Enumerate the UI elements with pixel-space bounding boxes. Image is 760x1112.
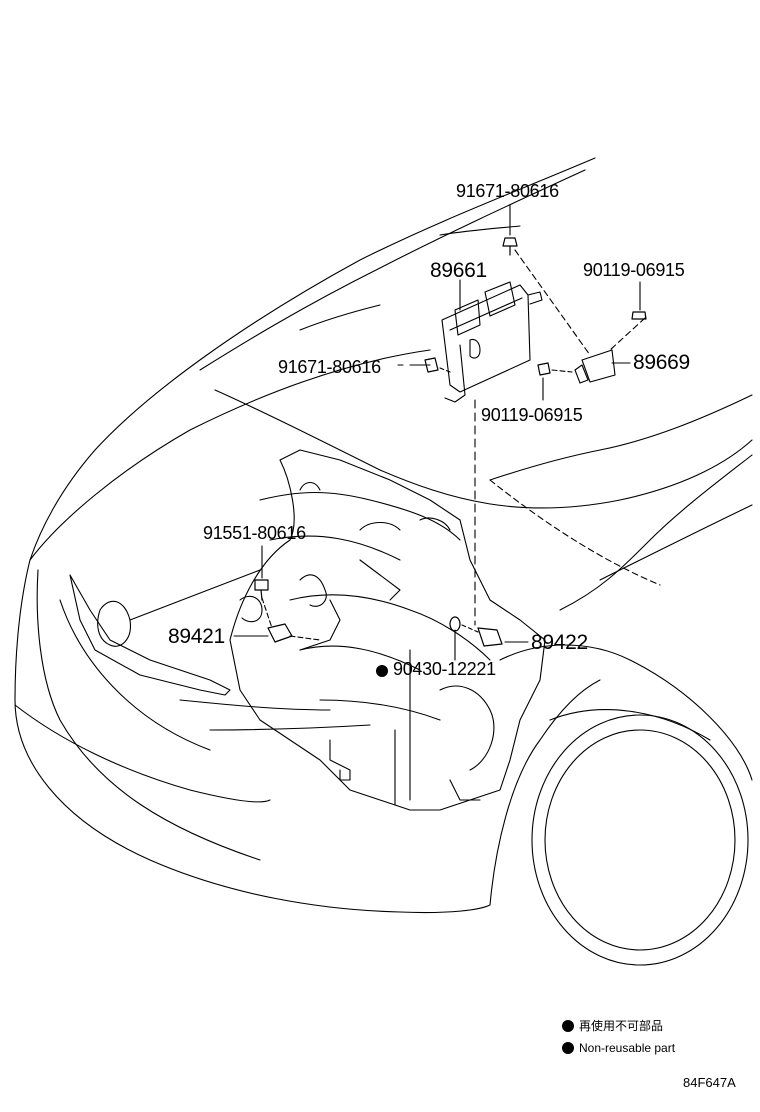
- hood-crease: [215, 390, 752, 508]
- legend-english-text: Non-reusable part: [579, 1041, 676, 1055]
- gasket-number: 90430-12221: [393, 659, 496, 679]
- part-label-ecu: 89661: [430, 259, 487, 282]
- leader-lines: [234, 205, 645, 660]
- legend-japanese: 再使用不可部品: [562, 1020, 663, 1032]
- knock-sensor-icons: [268, 617, 502, 646]
- legend-dot-icon: [562, 1020, 574, 1032]
- legend-japanese-text: 再使用不可部品: [579, 1019, 664, 1033]
- part-label-ecu-bolt-left: 91671-80616: [278, 357, 381, 377]
- ecu-module: [442, 282, 542, 402]
- grille-lower: [15, 705, 270, 802]
- hood-inner-line: [200, 170, 585, 370]
- windshield-edge: [490, 395, 752, 480]
- bolt-icons: [255, 238, 646, 600]
- headlight: [98, 601, 131, 646]
- part-label-ecu-bolt-top: 91671-80616: [456, 181, 559, 201]
- part-label-sensor-right: 89422: [531, 631, 588, 654]
- bracket: [575, 350, 615, 383]
- hood-outline: [30, 158, 595, 560]
- hood-panel-right: [490, 480, 660, 585]
- engine-block: [230, 450, 545, 810]
- front-wheel: [532, 715, 748, 965]
- grille-upper: [70, 575, 230, 695]
- hood-right-curve: [560, 455, 752, 610]
- non-reusable-marker: [376, 665, 388, 677]
- part-label-bracket-bolt-bottom: 90119-06915: [481, 405, 583, 425]
- legend-english: Non-reusable part: [562, 1042, 675, 1054]
- hood-leading-edge: [30, 350, 430, 560]
- part-label-bracket-bolt-right: 90119-06915: [583, 260, 685, 280]
- part-label-sensor-bolt: 91551-80616: [203, 523, 306, 543]
- figure-reference: 84F647A: [683, 1075, 736, 1090]
- part-label-gasket: 90430-12221: [376, 660, 496, 678]
- front-bumper: [15, 560, 490, 913]
- part-label-sensor-left: 89421: [168, 625, 225, 648]
- part-label-bracket: 89669: [633, 351, 690, 374]
- windshield-line: [600, 505, 752, 580]
- legend-dot-icon: [562, 1042, 574, 1054]
